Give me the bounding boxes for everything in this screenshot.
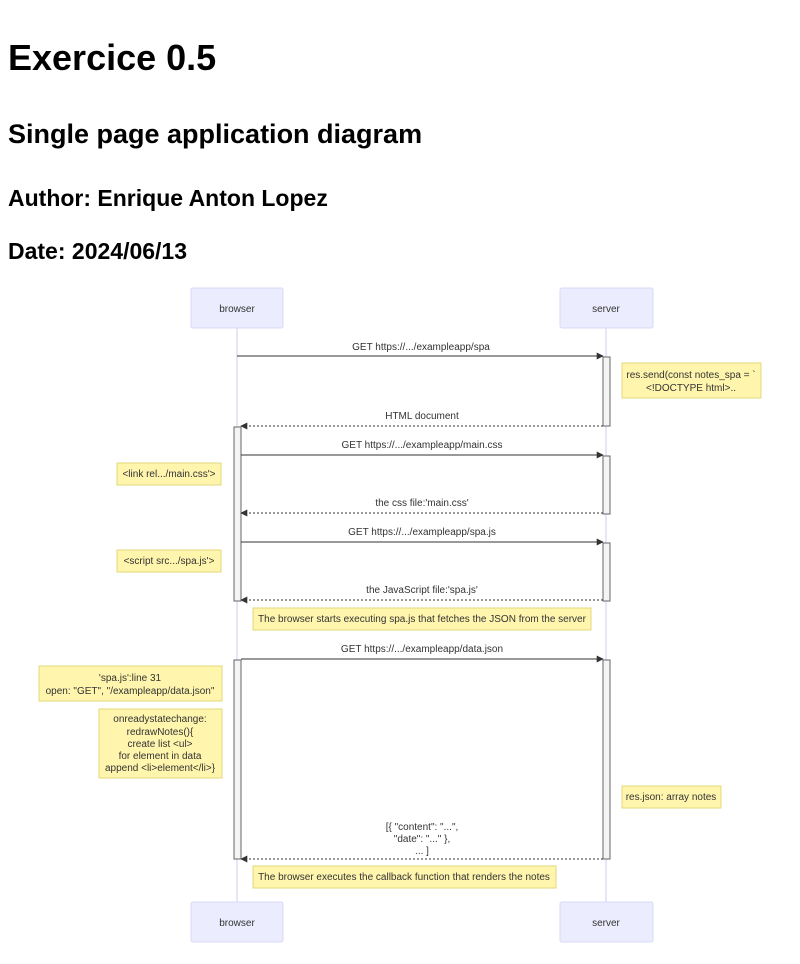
svg-text:redrawNotes(){: redrawNotes(){ — [127, 727, 194, 738]
svg-text:'spa.js':line 31: 'spa.js':line 31 — [99, 673, 162, 684]
svg-text:server: server — [592, 304, 620, 315]
svg-text:<!DOCTYPE html>..: <!DOCTYPE html>.. — [646, 383, 736, 394]
svg-text:onreadystatechange:: onreadystatechange: — [113, 714, 206, 725]
message-js-file: the JavaScript file:'spa.js' — [366, 585, 478, 596]
server-activation-4 — [602, 659, 611, 860]
svg-text:"date": "..." },: "date": "..." }, — [394, 834, 450, 845]
diagram-subtitle: Single page application diagram — [8, 119, 423, 149]
note-executing: The browser starts executing spa.js that… — [252, 607, 592, 631]
svg-text:<script src.../spa.js'>: <script src.../spa.js'> — [124, 556, 215, 567]
svg-text:server: server — [592, 918, 620, 929]
server-activation-1 — [602, 356, 611, 427]
svg-text:for element in data: for element in data — [119, 751, 202, 762]
svg-text:res.json: array notes: res.json: array notes — [626, 792, 717, 803]
message-html-document: HTML document — [385, 411, 459, 422]
participant-browser-top: browser — [190, 287, 284, 329]
date-line: Date: 2024/06/13 — [8, 238, 188, 264]
svg-text:browser: browser — [219, 918, 255, 929]
svg-text:browser: browser — [219, 304, 255, 315]
author-line: Author: Enrique Anton Lopez — [8, 185, 328, 211]
note-spa-line: 'spa.js':line 31 open: "GET", "/examplea… — [38, 665, 223, 702]
svg-text:... ]: ... ] — [415, 846, 429, 857]
server-activation-3 — [602, 542, 611, 602]
server-activation-2 — [602, 455, 611, 515]
message-get-spa: GET https://.../exampleapp/spa — [352, 342, 490, 353]
message-json-response: [{ "content": "...", "date": "..." }, ..… — [386, 822, 459, 857]
svg-text:The browser starts executing s: The browser starts executing spa.js that… — [258, 614, 587, 625]
note-script-js: <script src.../spa.js'> — [116, 549, 222, 573]
browser-activation-2 — [233, 659, 242, 860]
message-css-file: the css file:'main.css' — [375, 498, 468, 509]
svg-text:The browser executes the callb: The browser executes the callback functi… — [258, 872, 550, 883]
note-server-send: res.send(const notes_spa = ` <!DOCTYPE h… — [621, 362, 762, 399]
note-res-json: res.json: array notes — [621, 785, 722, 809]
svg-text:open: "GET", "/exampleapp/data: open: "GET", "/exampleapp/data.json" — [46, 686, 215, 697]
svg-text:res.send(const notes_spa = `: res.send(const notes_spa = ` — [626, 369, 755, 381]
participant-server-bottom: server — [559, 901, 654, 943]
svg-text:create list <ul>: create list <ul> — [127, 739, 192, 750]
svg-text:<link rel.../main.css'>: <link rel.../main.css'> — [122, 469, 215, 480]
message-get-main-css: GET https://.../exampleapp/main.css — [342, 440, 503, 451]
participant-server-top: server — [559, 287, 654, 329]
note-link-css: <link rel.../main.css'> — [116, 462, 222, 486]
participant-browser-bottom: browser — [190, 901, 284, 943]
page-title: Exercice 0.5 — [8, 37, 217, 78]
note-callback: The browser executes the callback functi… — [252, 865, 557, 889]
message-get-data-json: GET https://.../exampleapp/data.json — [341, 644, 503, 655]
svg-text:[{ "content": "...",: [{ "content": "...", — [386, 822, 459, 833]
svg-text:append <li>element</li>}: append <li>element</li>} — [105, 763, 216, 774]
browser-activation-1 — [233, 426, 242, 602]
note-onreadystatechange: onreadystatechange: redrawNotes(){ creat… — [98, 708, 223, 779]
message-get-spa-js: GET https://.../exampleapp/spa.js — [348, 527, 496, 538]
